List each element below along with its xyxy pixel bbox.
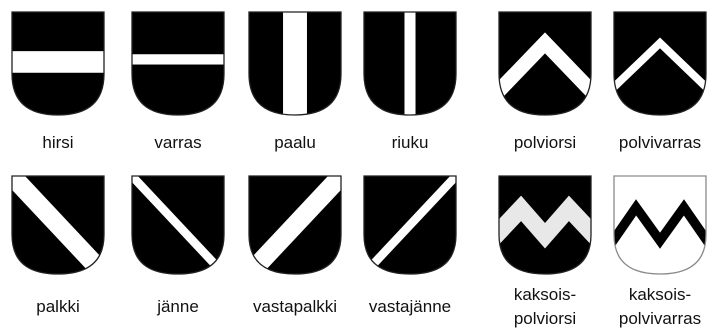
shield-vastajanne: vastajänne <box>355 166 465 316</box>
shield-riuku: riuku <box>364 7 456 152</box>
shield-label-janne: jänne <box>156 297 199 316</box>
shield-label-kaksoispolvivarras-line1: kaksois- <box>629 285 691 304</box>
shield-label-palkki: palkki <box>36 297 79 316</box>
shield-label-kaksoispolviorsi-line1: kaksois- <box>514 285 576 304</box>
shield-label-polvivarras: polvivarras <box>619 133 701 152</box>
shield-label-kaksoispolvivarras-line2: polvivarras <box>619 309 701 328</box>
shield-kaksoispolvivarras: kaksois-polvivarras <box>610 176 709 328</box>
shield-label-varras: varras <box>154 133 201 152</box>
shield-varras: varras <box>127 12 228 152</box>
shield-palkki: palkki <box>3 166 113 316</box>
shield-label-vastajanne: vastajänne <box>369 297 451 316</box>
shield-janne: jänne <box>123 166 233 316</box>
shield-paalu: paalu <box>249 7 341 152</box>
shield-vastapalkki: vastapalkki <box>240 166 350 316</box>
shield-label-hirsi: hirsi <box>42 133 73 152</box>
fess-charge <box>7 51 108 73</box>
pallet-charge <box>404 7 415 120</box>
shield-hirsi: hirsi <box>7 12 108 152</box>
shield-field <box>499 12 591 115</box>
shield-label-polviorsi: polviorsi <box>514 133 576 152</box>
shield-polviorsi: polviorsi <box>493 12 596 152</box>
shield-label-paalu: paalu <box>274 133 316 152</box>
shield-polvivarras: polvivarras <box>608 12 711 152</box>
pale-charge <box>283 7 307 120</box>
shield-label-riuku: riuku <box>392 133 429 152</box>
shield-kaksoispolviorsi: kaksois-polviorsi <box>499 176 591 328</box>
shield-field <box>614 12 706 115</box>
shield-label-kaksoispolviorsi-line2: polviorsi <box>514 309 576 328</box>
shield-label-vastapalkki: vastapalkki <box>253 297 337 316</box>
bar-charge <box>127 54 228 64</box>
